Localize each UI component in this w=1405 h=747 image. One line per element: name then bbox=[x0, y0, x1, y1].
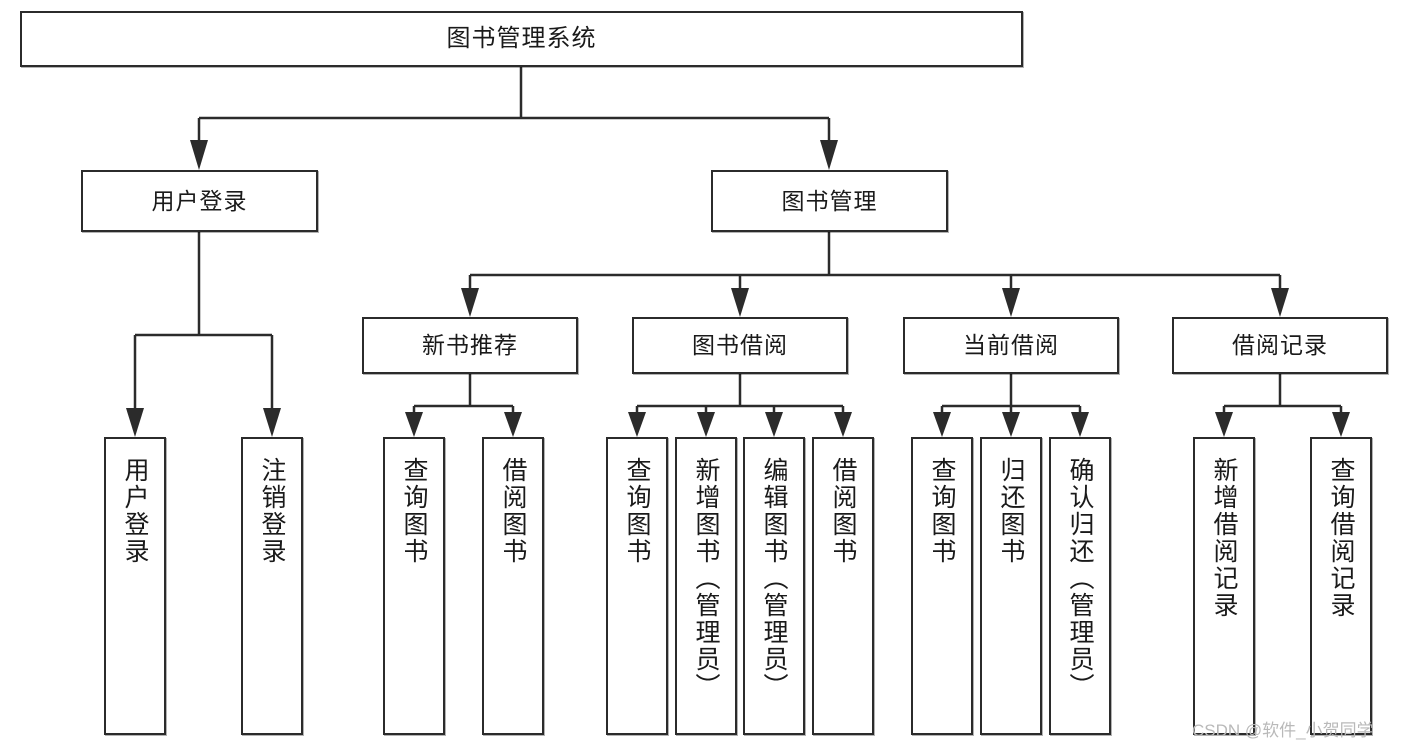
node-label: 借阅图书 bbox=[499, 457, 527, 565]
leaf-user-login-logout[interactable]: 注销登录 bbox=[241, 437, 303, 735]
node-label: 查询图书 bbox=[928, 457, 956, 565]
node-label: 编辑图书（管理员） bbox=[760, 457, 788, 700]
node-label: 图书借阅 bbox=[692, 332, 788, 359]
leaf-recommend-query-book[interactable]: 查询图书 bbox=[383, 437, 445, 735]
leaf-current-return-book[interactable]: 归还图书 bbox=[980, 437, 1042, 735]
node-label: 新书推荐 bbox=[422, 332, 518, 359]
node-borrow-record[interactable]: 借阅记录 bbox=[1172, 317, 1388, 374]
leaf-record-query-record[interactable]: 查询借阅记录 bbox=[1310, 437, 1372, 735]
node-label: 确认归还（管理员） bbox=[1066, 457, 1094, 700]
node-label: 图书管理系统 bbox=[446, 25, 597, 53]
leaf-borrow-query-book[interactable]: 查询图书 bbox=[606, 437, 668, 735]
node-label: 新增借阅记录 bbox=[1210, 457, 1238, 619]
node-label: 归还图书 bbox=[997, 457, 1025, 565]
node-new-book-recommend[interactable]: 新书推荐 bbox=[362, 317, 578, 374]
leaf-user-login-login[interactable]: 用户登录 bbox=[104, 437, 166, 735]
leaf-recommend-borrow-book[interactable]: 借阅图书 bbox=[482, 437, 544, 735]
node-book-management[interactable]: 图书管理 bbox=[711, 170, 948, 232]
node-current-borrow[interactable]: 当前借阅 bbox=[903, 317, 1119, 374]
node-user-login[interactable]: 用户登录 bbox=[81, 170, 318, 232]
leaf-borrow-edit-book-admin[interactable]: 编辑图书（管理员） bbox=[743, 437, 805, 735]
leaf-current-confirm-return-admin[interactable]: 确认归还（管理员） bbox=[1049, 437, 1111, 735]
node-label: 查询图书 bbox=[623, 457, 651, 565]
node-label: 用户登录 bbox=[121, 457, 149, 565]
leaf-borrow-borrow-book[interactable]: 借阅图书 bbox=[812, 437, 874, 735]
node-label: 新增图书（管理员） bbox=[692, 457, 720, 700]
leaf-record-add-record[interactable]: 新增借阅记录 bbox=[1193, 437, 1255, 735]
leaf-borrow-add-book-admin[interactable]: 新增图书（管理员） bbox=[675, 437, 737, 735]
node-label: 查询借阅记录 bbox=[1327, 457, 1355, 619]
node-label: 当前借阅 bbox=[963, 332, 1059, 359]
node-root-system[interactable]: 图书管理系统 bbox=[20, 11, 1023, 67]
node-label: 借阅图书 bbox=[829, 457, 857, 565]
node-label: 借阅记录 bbox=[1232, 332, 1328, 359]
node-label: 用户登录 bbox=[151, 187, 248, 214]
node-book-borrow[interactable]: 图书借阅 bbox=[632, 317, 848, 374]
leaf-current-query-book[interactable]: 查询图书 bbox=[911, 437, 973, 735]
node-label: 图书管理 bbox=[781, 187, 878, 214]
node-label: 查询图书 bbox=[400, 457, 428, 565]
node-label: 注销登录 bbox=[258, 457, 286, 565]
